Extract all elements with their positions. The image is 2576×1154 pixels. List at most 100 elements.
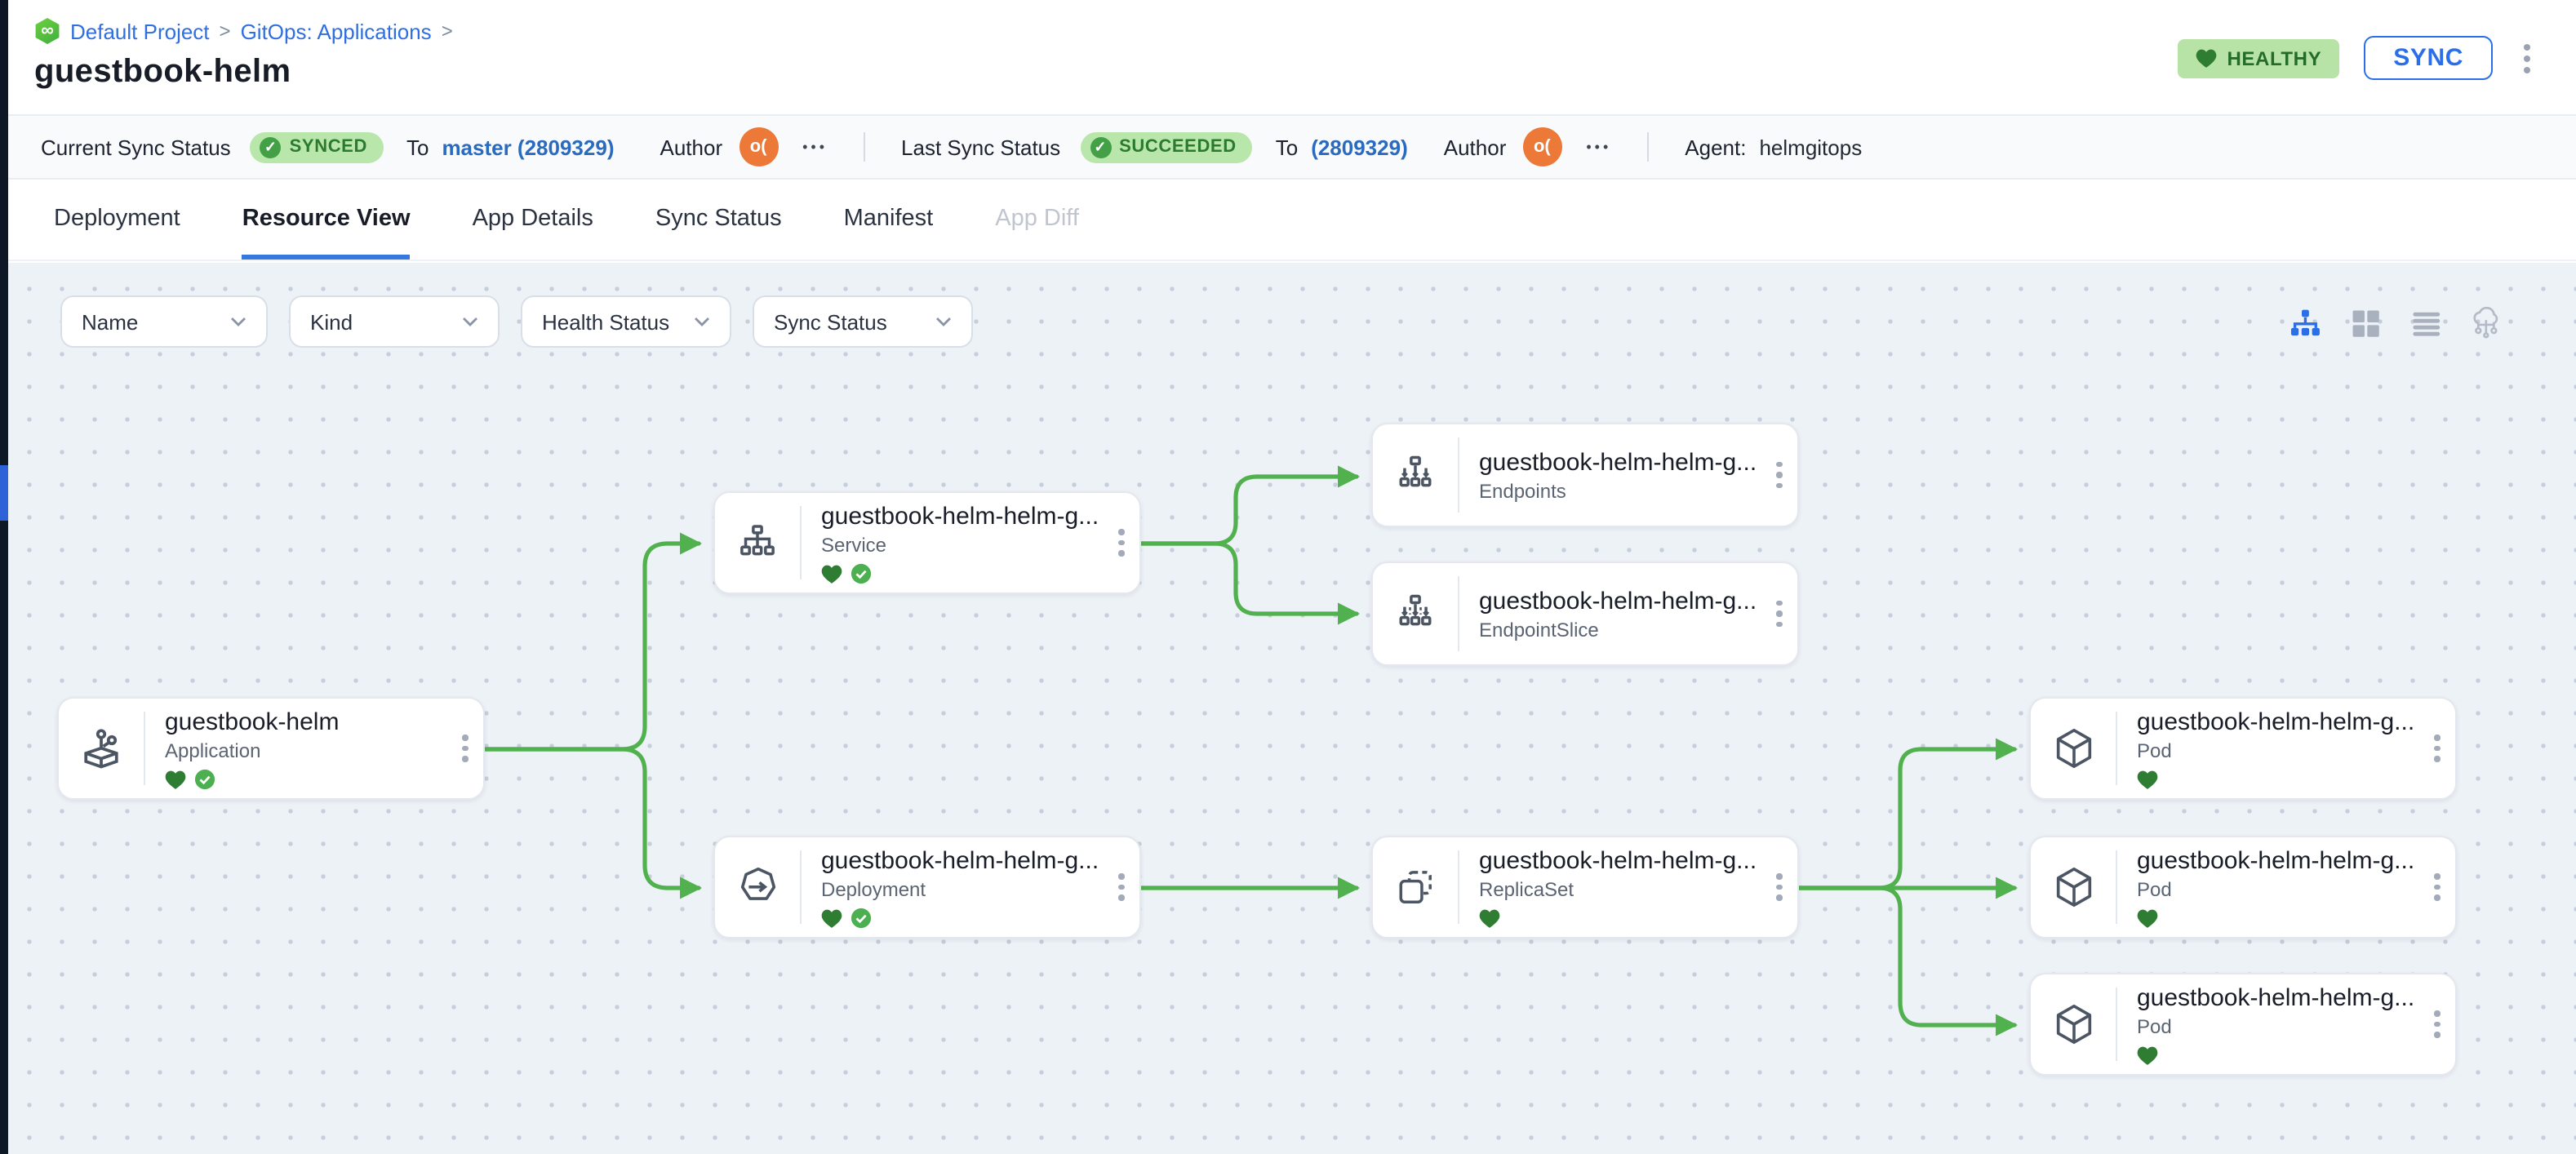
node-kind: Endpoints [1479,479,1566,502]
tree-view-icon[interactable] [2289,307,2321,340]
health-heart-icon [1479,908,1500,927]
last-revision-link[interactable]: (2809329) [1311,135,1408,159]
node-title: guestbook-helm-helm-g... [821,503,1097,530]
node-pod-1[interactable]: guestbook-helm-helm-g... Pod [2029,697,2457,800]
node-kind: Application [165,739,261,762]
node-menu-kebab[interactable] [1761,563,1797,664]
gitops-logo-icon: ∞ [35,18,60,44]
grid-view-icon[interactable] [2349,307,2382,340]
node-kind: ReplicaSet [1479,878,1574,901]
view-mode-switcher [2289,307,2503,340]
current-sync-status-label: Current Sync Status [41,135,231,159]
health-heart-icon [821,908,842,927]
node-application[interactable]: guestbook-helm Application [57,697,485,800]
filter-kind-select[interactable]: Kind [289,295,500,348]
node-title: guestbook-helm-helm-g... [1479,847,1755,875]
breadcrumb-applications-link[interactable]: GitOps: Applications [240,19,432,43]
author-label: Author [1443,135,1507,159]
node-title: guestbook-helm-helm-g... [1479,448,1755,476]
node-menu-kebab[interactable] [1761,837,1797,937]
filter-bar: Name Kind Health Status Sync Status [60,295,973,348]
tab-app-details[interactable]: App Details [472,206,593,232]
app-menu-kebab[interactable] [2517,40,2537,76]
tab-sync-status[interactable]: Sync Status [655,206,782,232]
sync-button[interactable]: SYNC [2364,36,2493,80]
endpointslice-icon [1373,563,1458,664]
filter-name-select[interactable]: Name [60,295,268,348]
page-title: guestbook-helm [34,54,291,90]
breadcrumb: ∞ Default Project > GitOps: Applications… [34,18,453,44]
node-pod-2[interactable]: guestbook-helm-helm-g... Pod [2029,836,2457,939]
node-menu-kebab[interactable] [1104,837,1139,937]
collapsed-sidebar-strip[interactable] [0,0,8,1154]
breadcrumb-separator: > [441,20,453,42]
cluster-view-icon[interactable] [2470,307,2503,340]
author-avatar: o( [1522,127,1562,166]
filter-health-status-select[interactable]: Health Status [521,295,731,348]
node-deployment[interactable]: guestbook-helm-helm-g... Deployment [713,836,1141,939]
node-title: guestbook-helm-helm-g... [2137,847,2413,875]
node-title: guestbook-helm-helm-g... [2137,708,2413,736]
graph-edges [482,465,2019,1036]
current-revision-link[interactable]: master (2809329) [442,135,615,159]
sync-check-icon [851,563,872,584]
succeeded-badge-label: SUCCEEDED [1119,137,1237,157]
succeeded-badge: ✓ SUCCEEDED [1080,131,1253,162]
pod-icon [2031,699,2116,798]
author-label: Author [660,135,723,159]
filter-name-label: Name [82,309,139,334]
pod-icon [2031,974,2116,1074]
health-heart-icon [821,564,842,583]
node-kind: Pod [2137,1015,2172,1038]
header-actions: HEALTHY SYNC [2178,36,2537,80]
deployment-icon [715,837,800,937]
node-menu-kebab[interactable] [2419,837,2455,937]
filter-kind-label: Kind [310,309,353,334]
node-kind: Pod [2137,878,2172,901]
synced-badge-label: SYNCED [289,137,367,157]
to-label: To [1275,135,1299,159]
node-kind: Deployment [821,878,926,901]
node-title: guestbook-helm [165,708,340,736]
node-kind: Pod [2137,739,2172,762]
page-header: ∞ Default Project > GitOps: Applications… [0,0,2576,114]
to-label: To [406,135,429,159]
sync-check-icon [194,769,215,790]
tab-manifest[interactable]: Manifest [843,206,934,232]
node-menu-kebab[interactable] [447,699,483,798]
node-menu-kebab[interactable] [2419,974,2455,1074]
filter-sync-status-select[interactable]: Sync Status [753,295,973,348]
node-replicaset[interactable]: guestbook-helm-helm-g... ReplicaSet [1371,836,1799,939]
tab-deployment[interactable]: Deployment [54,206,180,232]
health-heart-icon [2137,1045,2158,1064]
tab-resource-view[interactable]: Resource View [242,180,411,260]
node-menu-kebab[interactable] [1104,493,1139,593]
resource-graph-canvas[interactable]: Name Kind Health Status Sync Status [0,263,2576,1154]
commit-more-button[interactable]: ••• [802,139,828,155]
chevron-down-icon [463,317,477,326]
node-menu-kebab[interactable] [1761,424,1797,526]
chevron-down-icon [695,317,709,326]
tab-bar: Deployment Resource View App Details Syn… [0,180,2576,261]
endpoints-icon [1373,424,1458,526]
node-service[interactable]: guestbook-helm-helm-g... Service [713,491,1141,594]
node-endpointslice[interactable]: guestbook-helm-helm-g... EndpointSlice [1371,561,1799,666]
check-circle-icon: ✓ [1090,136,1112,158]
list-view-icon[interactable] [2409,307,2442,340]
divider [864,132,866,162]
synced-badge: ✓ SYNCED [250,131,384,162]
breadcrumb-project-link[interactable]: Default Project [70,19,210,43]
node-pod-3[interactable]: guestbook-helm-helm-g... Pod [2029,973,2457,1076]
node-menu-kebab[interactable] [2419,699,2455,798]
agent-value: helmgitops [1759,135,1863,159]
service-icon [715,493,800,593]
author-avatar: o( [739,127,779,166]
tab-app-diff: App Diff [995,206,1079,232]
pod-icon [2031,837,2116,937]
chevron-down-icon [936,317,951,326]
node-endpoints[interactable]: guestbook-helm-helm-g... Endpoints [1371,423,1799,527]
health-heart-icon [165,770,186,788]
health-heart-icon [2137,908,2158,927]
commit-more-button[interactable]: ••• [1586,139,1612,155]
